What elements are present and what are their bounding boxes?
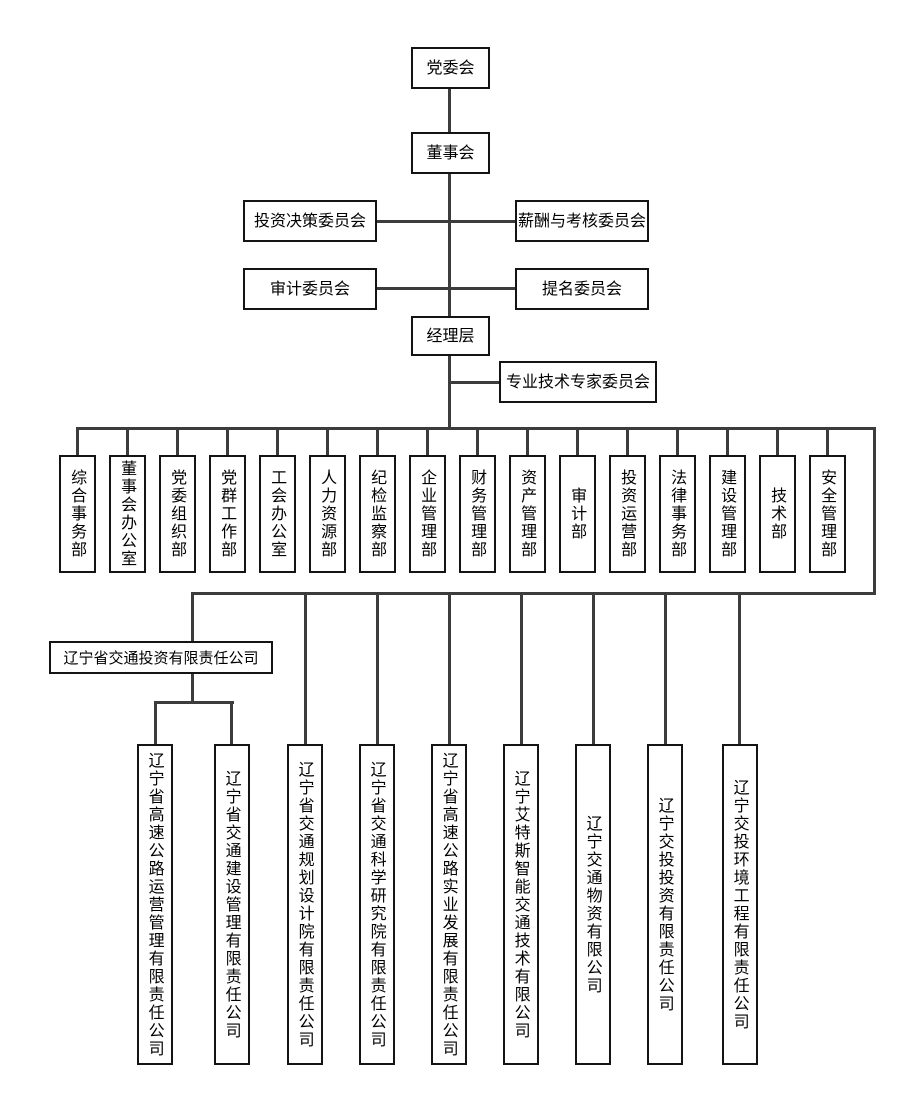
connector <box>448 88 451 133</box>
node-management: 经理层 <box>411 316 490 356</box>
connector <box>191 592 194 643</box>
connector <box>448 592 451 746</box>
connector <box>230 701 233 746</box>
node-expert-committee: 专业技术专家委员会 <box>499 361 657 403</box>
connector <box>276 427 279 458</box>
node-subsidiary: 辽宁省交通建设管理有限责任公司 <box>214 744 250 1065</box>
connector-bus <box>191 592 876 595</box>
connector <box>826 427 829 458</box>
node-party-committee: 党委会 <box>411 47 490 89</box>
node-department: 建设管理部 <box>709 455 746 573</box>
node-department: 资产管理部 <box>509 455 546 573</box>
connector <box>154 701 157 746</box>
connector <box>126 427 129 458</box>
node-department: 企业管理部 <box>409 455 446 573</box>
connector <box>738 592 741 746</box>
connector <box>520 592 523 746</box>
connector <box>448 381 502 384</box>
node-department: 董事会办公室 <box>109 455 146 573</box>
node-board: 董事会 <box>411 132 490 174</box>
node-committee-audit: 审计委员会 <box>243 268 377 310</box>
node-subsidiary: 辽宁省高速公路实业发展有限责任公司 <box>431 744 467 1065</box>
connector <box>476 427 479 458</box>
node-subsidiary: 辽宁省高速公路运营管理有限责任公司 <box>137 744 173 1065</box>
connector <box>448 355 451 430</box>
connector <box>664 592 667 746</box>
node-department: 党委组织部 <box>159 455 196 573</box>
connector <box>576 427 579 458</box>
node-intermediate-company: 辽宁省交通投资有限责任公司 <box>49 641 273 674</box>
node-department: 法律事务部 <box>659 455 696 573</box>
node-subsidiary: 辽宁交投环境工程有限责任公司 <box>722 744 758 1065</box>
node-department: 纪检监察部 <box>359 455 396 573</box>
connector <box>191 673 194 703</box>
connector <box>592 592 595 746</box>
node-department: 人力资源部 <box>309 455 346 573</box>
connector <box>676 427 679 458</box>
node-subsidiary: 辽宁艾特斯智能交通技术有限公司 <box>503 744 539 1065</box>
node-department: 工会办公室 <box>259 455 296 573</box>
node-committee-nomination: 提名委员会 <box>515 268 649 310</box>
connector <box>326 427 329 458</box>
connector <box>376 287 516 290</box>
node-department: 综合事务部 <box>59 455 96 573</box>
connector <box>304 592 307 746</box>
connector <box>154 701 234 704</box>
node-committee-investment: 投资决策委员会 <box>243 200 377 242</box>
connector <box>726 427 729 458</box>
connector <box>526 427 529 458</box>
connector <box>176 427 179 458</box>
node-subsidiary: 辽宁省交通科学研究院有限责任公司 <box>359 744 395 1065</box>
connector <box>626 427 629 458</box>
connector <box>226 427 229 458</box>
connector <box>448 172 451 317</box>
node-subsidiary: 辽宁交通物资有限公司 <box>575 744 611 1065</box>
connector <box>376 427 379 458</box>
node-department: 投资运营部 <box>609 455 646 573</box>
connector <box>376 592 379 746</box>
connector <box>376 220 516 223</box>
node-department: 审计部 <box>559 455 596 573</box>
connector <box>776 427 779 458</box>
connector <box>873 427 876 595</box>
node-committee-compensation: 薪酬与考核委员会 <box>515 200 649 242</box>
connector <box>426 427 429 458</box>
node-department: 技术部 <box>759 455 796 573</box>
node-subsidiary: 辽宁交投投资有限责任公司 <box>647 744 683 1065</box>
node-department: 财务管理部 <box>459 455 496 573</box>
node-department: 党群工作部 <box>209 455 246 573</box>
node-subsidiary: 辽宁省交通规划设计院有限责任公司 <box>287 744 323 1065</box>
connector <box>76 427 79 458</box>
node-department: 安全管理部 <box>809 455 846 573</box>
